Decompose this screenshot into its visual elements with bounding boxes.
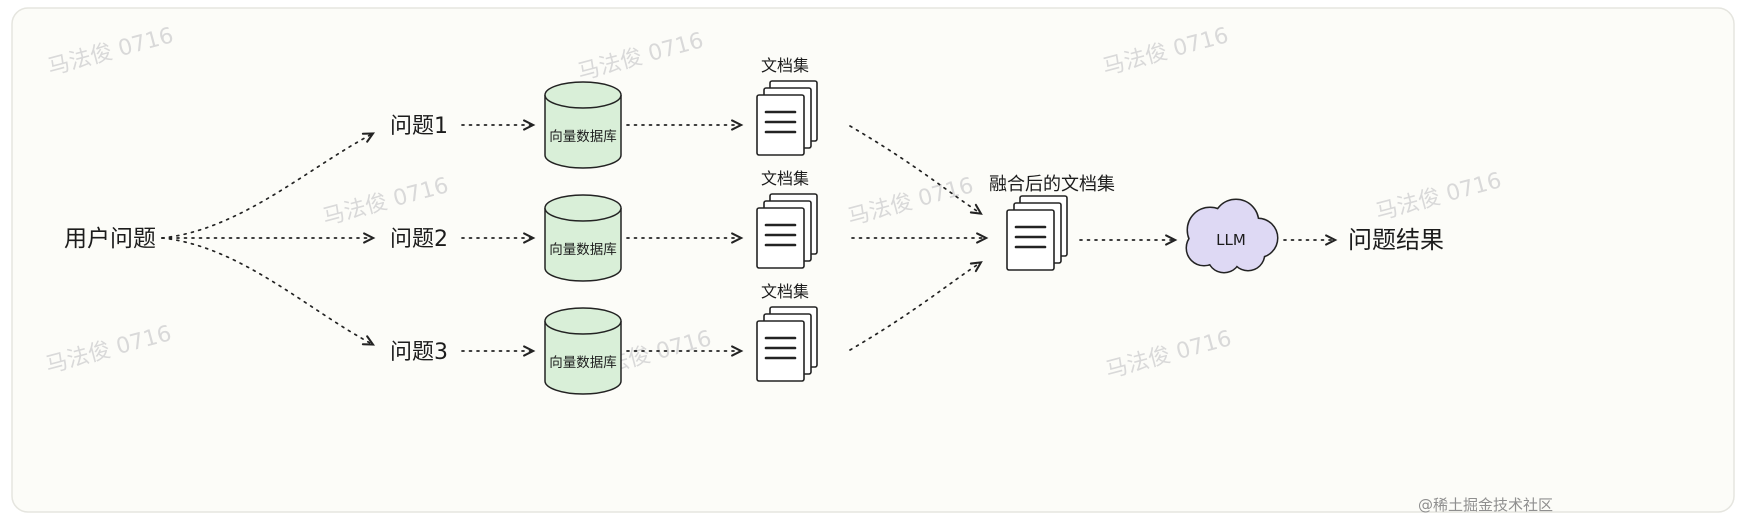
arrow-user-to-question-1 [161, 132, 376, 239]
question-1-label: 问题1 [390, 114, 448, 139]
fused-doc-set-label: 融合后的文档集 [989, 174, 1115, 195]
vector-db-2-label: 向量数据库 [549, 242, 617, 258]
vector-db-1: 向量数据库 [544, 81, 622, 169]
query-row-2: 问题2 向量数据库 文档集 [390, 169, 819, 282]
result-label: 问题结果 [1348, 226, 1444, 254]
question-2-label: 问题2 [390, 227, 448, 252]
arrow-docs1-to-fused [849, 125, 983, 215]
fused-doc-stack [1005, 194, 1069, 272]
doc-stack-1 [755, 79, 819, 157]
llm-label: LLM [1216, 231, 1246, 249]
question-3-label: 问题3 [390, 340, 448, 365]
vector-db-1-label: 向量数据库 [549, 129, 617, 145]
credit-watermark: @稀土掘金技术社区 [1418, 496, 1553, 514]
query-row-3: 问题3 向量数据库 文档集 [390, 282, 819, 395]
llm-cloud: LLM [1185, 198, 1279, 274]
vector-db-3-label: 向量数据库 [549, 355, 617, 371]
vector-db-3: 向量数据库 [544, 307, 622, 395]
doc-set-2-label: 文档集 [761, 169, 809, 188]
arrow-user-to-question-3 [161, 237, 376, 346]
doc-set-3-label: 文档集 [761, 282, 809, 301]
doc-stack-2 [755, 192, 819, 270]
diagram-card-background [11, 7, 1735, 513]
doc-set-1-label: 文档集 [761, 56, 809, 75]
user-question-label: 用户问题 [64, 226, 156, 252]
vector-db-2: 向量数据库 [544, 194, 622, 282]
doc-stack-3 [755, 305, 819, 383]
query-row-1: 问题1 向量数据库 文档集 [390, 56, 819, 169]
arrow-docs3-to-fused [849, 261, 983, 351]
